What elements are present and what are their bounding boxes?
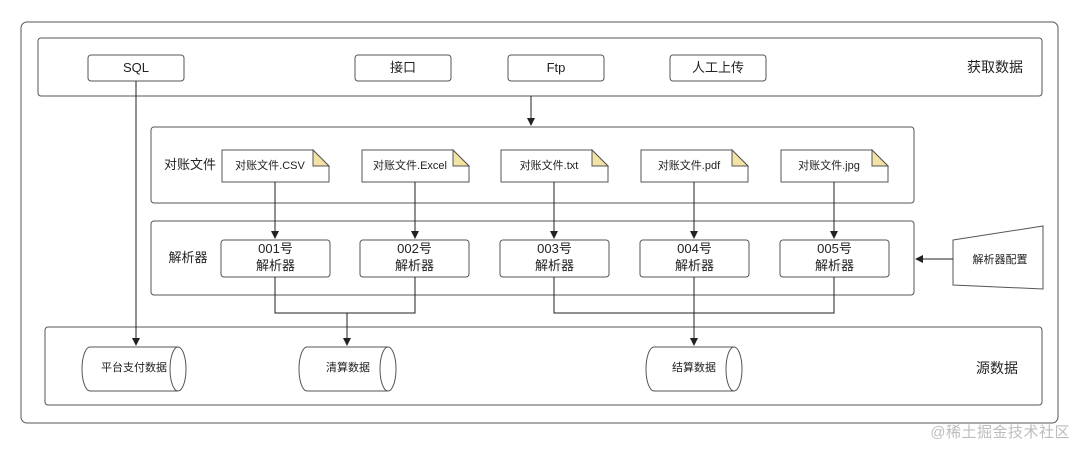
parser-005-id: 005号	[817, 241, 852, 256]
file-csv-label: 对账文件.CSV	[235, 160, 305, 172]
file-excel-label: 对账文件.Excel	[373, 160, 447, 172]
parser-panel-title: 解析器	[168, 250, 208, 265]
parser-003-name: 解析器	[534, 258, 574, 273]
source-data-panel	[44, 326, 1043, 406]
parser-002-id: 002号	[397, 241, 432, 256]
parser-003-id: 003号	[537, 241, 572, 256]
watermark: @稀土掘金技术社区	[930, 424, 1070, 441]
parser-004-id: 004号	[677, 241, 712, 256]
file-notes	[221, 148, 890, 183]
file-txt-label: 对账文件.txt	[519, 160, 579, 172]
source-ftp-label: Ftp	[546, 60, 566, 75]
store-clearing-label: 清算数据	[326, 362, 370, 374]
parser-001-name: 解析器	[255, 258, 295, 273]
source-manual-upload-box	[669, 54, 767, 82]
source-api-label: 接口	[389, 60, 416, 75]
parser-001-id: 001号	[258, 241, 293, 256]
file-pdf-label: 对账文件.pdf	[657, 160, 721, 172]
source-manual-upload-label: 人工上传	[691, 60, 744, 75]
data-stores	[81, 346, 743, 392]
parser-004-name: 解析器	[674, 258, 714, 273]
source-sql-label: SQL	[122, 60, 149, 75]
source-data-title: 源数据	[976, 360, 1018, 376]
source-api-box	[354, 54, 452, 82]
acquire-data-title: 获取数据	[967, 59, 1023, 75]
connectors	[132, 81, 953, 346]
parser-config-shape	[952, 225, 1044, 290]
reconciliation-files-title: 对账文件	[163, 157, 216, 172]
parser-002-name: 解析器	[394, 258, 434, 273]
parser-boxes	[220, 239, 890, 278]
parser-005-name: 解析器	[814, 258, 854, 273]
file-jpg-label: 对账文件.jpg	[798, 160, 860, 172]
parser-config-label: 解析器配置	[972, 254, 1028, 266]
store-platform-payment-label: 平台支付数据	[101, 362, 167, 374]
store-settlement-label: 结算数据	[672, 362, 716, 374]
source-ftp-box	[507, 54, 605, 82]
